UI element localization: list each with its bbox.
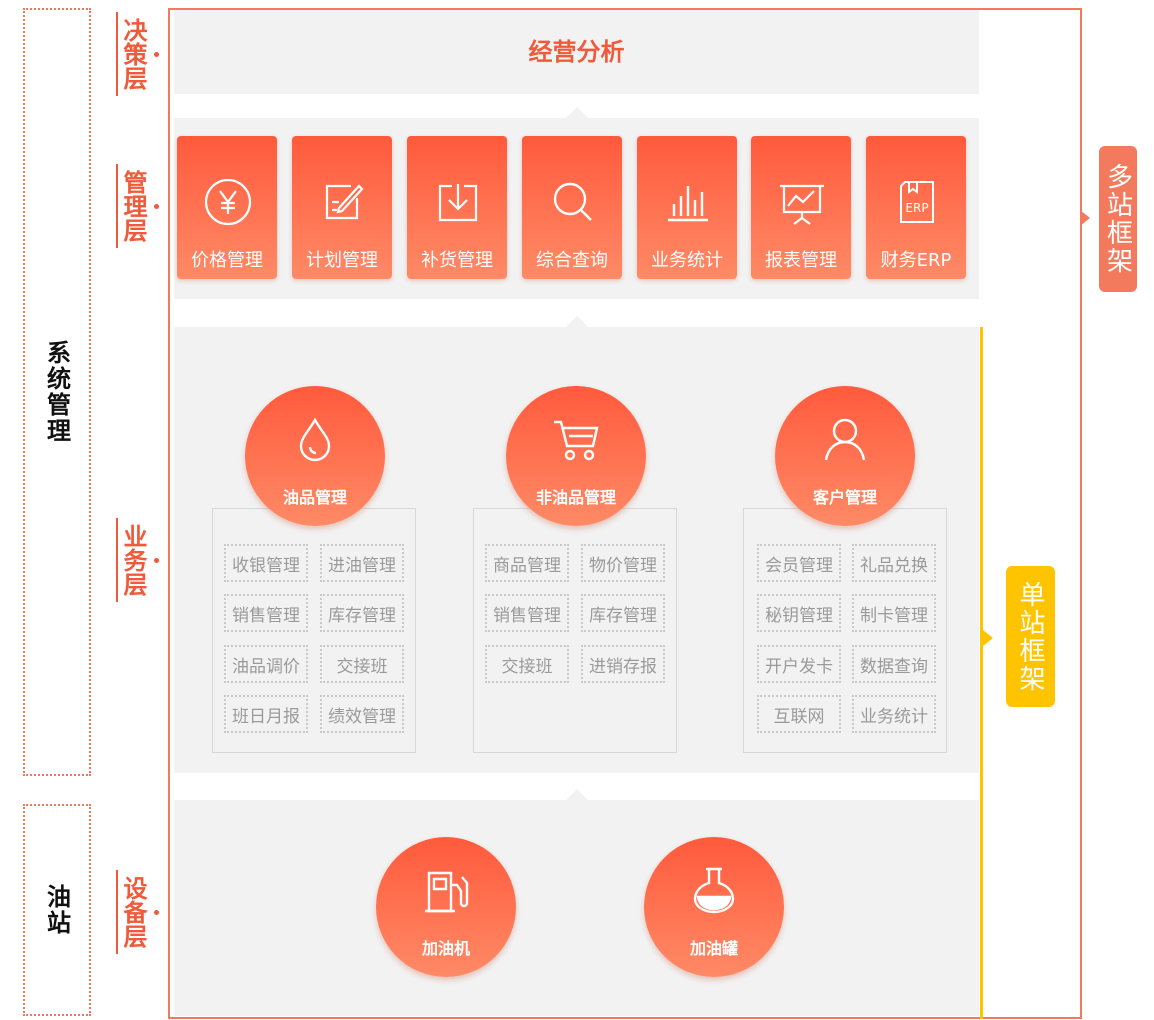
list-item[interactable]: 商品管理 [485,544,569,582]
list-item[interactable]: 礼品兑换 [852,544,936,582]
tile-label: 报表管理 [765,250,837,271]
tile-report-management[interactable]: 报表管理 [751,136,851,279]
restock-icon [438,184,478,222]
tile-label: 财务ERP [880,250,952,271]
list-item[interactable]: 互联网 [757,695,841,733]
system-management-box: 系统管理 [23,8,91,776]
system-management-label: 系统管理 [42,340,71,444]
fuel-tank-title: 加油罐 [689,939,738,958]
oil-management-panel: 收银管理 进油管理 销售管理 库存管理 油品调价 交接班 班日月报 绩效管理 [212,508,416,753]
tile-label: 综合查询 [536,250,608,271]
yen-circle-icon [204,178,252,226]
list-item[interactable]: 交接班 [485,645,569,683]
tile-label: 业务统计 [651,250,723,271]
decision-band [174,10,979,94]
tile-finance-erp[interactable]: ERP 财务ERP [866,136,966,279]
list-item[interactable]: 进油管理 [320,544,404,582]
list-item[interactable]: 进销存报 [581,645,665,683]
notch-management [566,107,588,118]
list-item[interactable]: 会员管理 [757,544,841,582]
list-item[interactable]: 秘钥管理 [757,594,841,632]
decision-title: 经营分析 [528,38,625,66]
multi-station-label: 多站框架 [1102,163,1133,275]
report-board-icon [780,184,824,225]
layer-business-label: 业务层 [119,524,147,596]
list-item[interactable]: 班日月报 [224,695,308,733]
notch-business [566,316,588,327]
bar-stats-icon [668,186,708,222]
cart-icon [554,420,599,461]
list-item[interactable]: 制卡管理 [852,594,936,632]
tile-plan-management[interactable]: 计划管理 [292,136,392,279]
tile-business-stats[interactable]: 业务统计 [637,136,737,279]
single-station-line [980,327,983,1019]
list-item[interactable]: 数据查询 [852,645,936,683]
layer-decision: 决策层 [116,12,159,96]
erp-icon: ERP [900,181,934,223]
non-oil-management-title: 非油品管理 [535,488,616,507]
tile-label: 计划管理 [306,250,378,271]
oil-management-circle[interactable]: 油品管理 [245,386,385,526]
layer-equipment: 设备层 [116,870,159,954]
layer-management-label: 管理层 [119,170,147,242]
customer-management-circle[interactable]: 客户管理 [775,386,915,526]
multi-station-pointer [1080,210,1090,226]
oil-drop-icon [299,417,331,462]
station-box: 油站 [23,804,91,1016]
tile-label: 价格管理 [191,250,263,271]
tile-label: 补货管理 [421,250,493,271]
tile-restock-management[interactable]: 补货管理 [407,136,507,279]
customer-management-title: 客户管理 [812,488,877,507]
edit-plan-icon [325,184,364,220]
fuel-dispenser-circle[interactable]: 加油机 [376,837,516,977]
fuel-dispenser-title: 加油机 [421,939,470,958]
list-item[interactable]: 物价管理 [581,544,665,582]
fuel-tank-circle[interactable]: 加油罐 [644,837,784,977]
multi-station-tag: 多站框架 [1099,146,1137,292]
search-icon [553,182,592,221]
single-station-label: 单站框架 [1015,580,1045,693]
list-item[interactable]: 销售管理 [224,594,308,632]
equipment-band [174,800,979,1016]
tile-price-management[interactable]: 价格管理 [177,136,277,279]
non-oil-management-panel: 商品管理 物价管理 销售管理 库存管理 交接班 进销存报 [473,508,677,753]
list-item[interactable]: 油品调价 [224,645,308,683]
customer-management-panel: 会员管理 礼品兑换 秘钥管理 制卡管理 开户发卡 数据查询 互联网 业务统计 [743,508,947,753]
multi-station-frame [168,8,1082,1019]
notch-equipment [566,789,588,800]
list-item[interactable]: 业务统计 [852,695,936,733]
fuel-pump-icon [425,871,469,913]
list-item[interactable]: 收银管理 [224,544,308,582]
svg-text:ERP: ERP [905,201,928,215]
list-item[interactable]: 销售管理 [485,594,569,632]
fuel-tank-icon [693,867,735,914]
layer-equipment-label: 设备层 [119,876,147,948]
oil-management-title: 油品管理 [282,488,347,507]
tile-comprehensive-query[interactable]: 综合查询 [522,136,622,279]
list-item[interactable]: 开户发卡 [757,645,841,683]
station-label: 油站 [42,884,71,936]
layer-management: 管理层 [116,164,159,248]
single-station-pointer [983,630,993,646]
layer-business: 业务层 [116,518,159,602]
list-item[interactable]: 库存管理 [581,594,665,632]
list-item[interactable]: 绩效管理 [320,695,404,733]
single-station-tag: 单站框架 [1006,566,1055,707]
user-icon [824,418,866,461]
list-item[interactable]: 库存管理 [320,594,404,632]
list-item[interactable]: 交接班 [320,645,404,683]
layer-decision-label: 决策层 [119,18,147,90]
non-oil-management-circle[interactable]: 非油品管理 [506,386,646,526]
